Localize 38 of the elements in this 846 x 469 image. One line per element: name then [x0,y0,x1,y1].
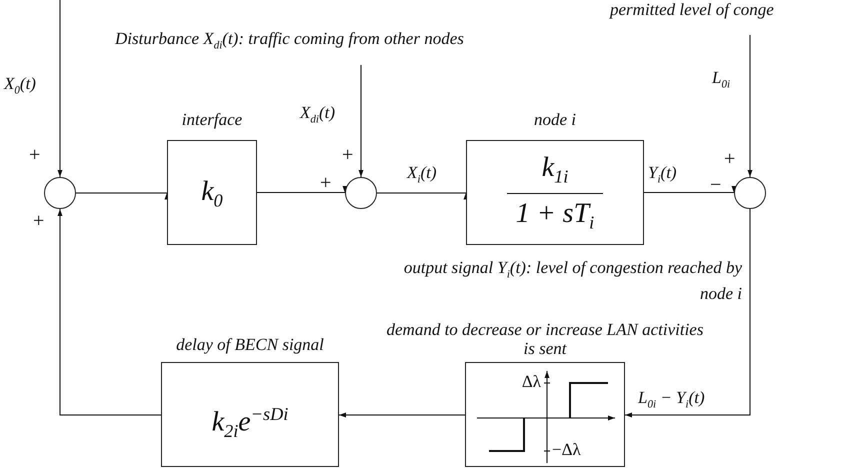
denominator: 1 + sT$_{i}$ [514,199,596,235]
arrow [58,0,62,178]
block-caption: interface [180,110,244,129]
edge-label: Y$_{i}$(t) [648,163,677,188]
arrow [644,186,736,194]
arrow [256,186,348,194]
block-caption: demand to decrease or increase LAN activities is sent [386,320,704,358]
arrow [58,208,162,416]
sign-label: + [320,174,332,193]
summing-junction [44,177,76,209]
edge-label: L$_{0i}$ − Y$_{i}$(t) [638,388,705,412]
annotation: Disturbance X$_{di}$(t): traffic coming from other nodes [115,29,464,54]
arrow [748,34,752,178]
summing-junction [734,177,766,209]
block-caption: delay of BECN signal [175,335,325,354]
transfer-function: k$_{2i}$e$^{−sDi}$ [210,402,290,442]
block-caption: node i [532,110,578,129]
edge-label: L$_{0i}$ [712,68,730,92]
numerator: k$_{1i}$ [540,153,570,189]
transfer-function: k$_{0}$ [200,176,224,212]
arrow [624,208,750,418]
arrow [376,192,468,200]
edge-label: X$_{i}$(t) [407,163,437,188]
edge-label: X$_{0}$(t) [4,74,36,98]
arrow [338,412,466,418]
axis-label: −Δλ [552,440,581,459]
edge-label: X$_{di}$(t) [300,103,336,128]
sign-label: + [29,146,40,165]
sign-label: + [342,146,354,165]
sign-label: + [33,212,44,231]
summing-junction [345,177,377,209]
sign-label: + [724,150,736,169]
axis-label: Δλ [522,372,541,391]
annotation: permitted level of conge [610,0,774,19]
arrow [358,64,364,178]
annotation: output signal Y$_{i}$(t): level of congestion reached by node i [402,258,742,304]
sign-label: − [710,176,722,195]
arrow [76,192,170,200]
